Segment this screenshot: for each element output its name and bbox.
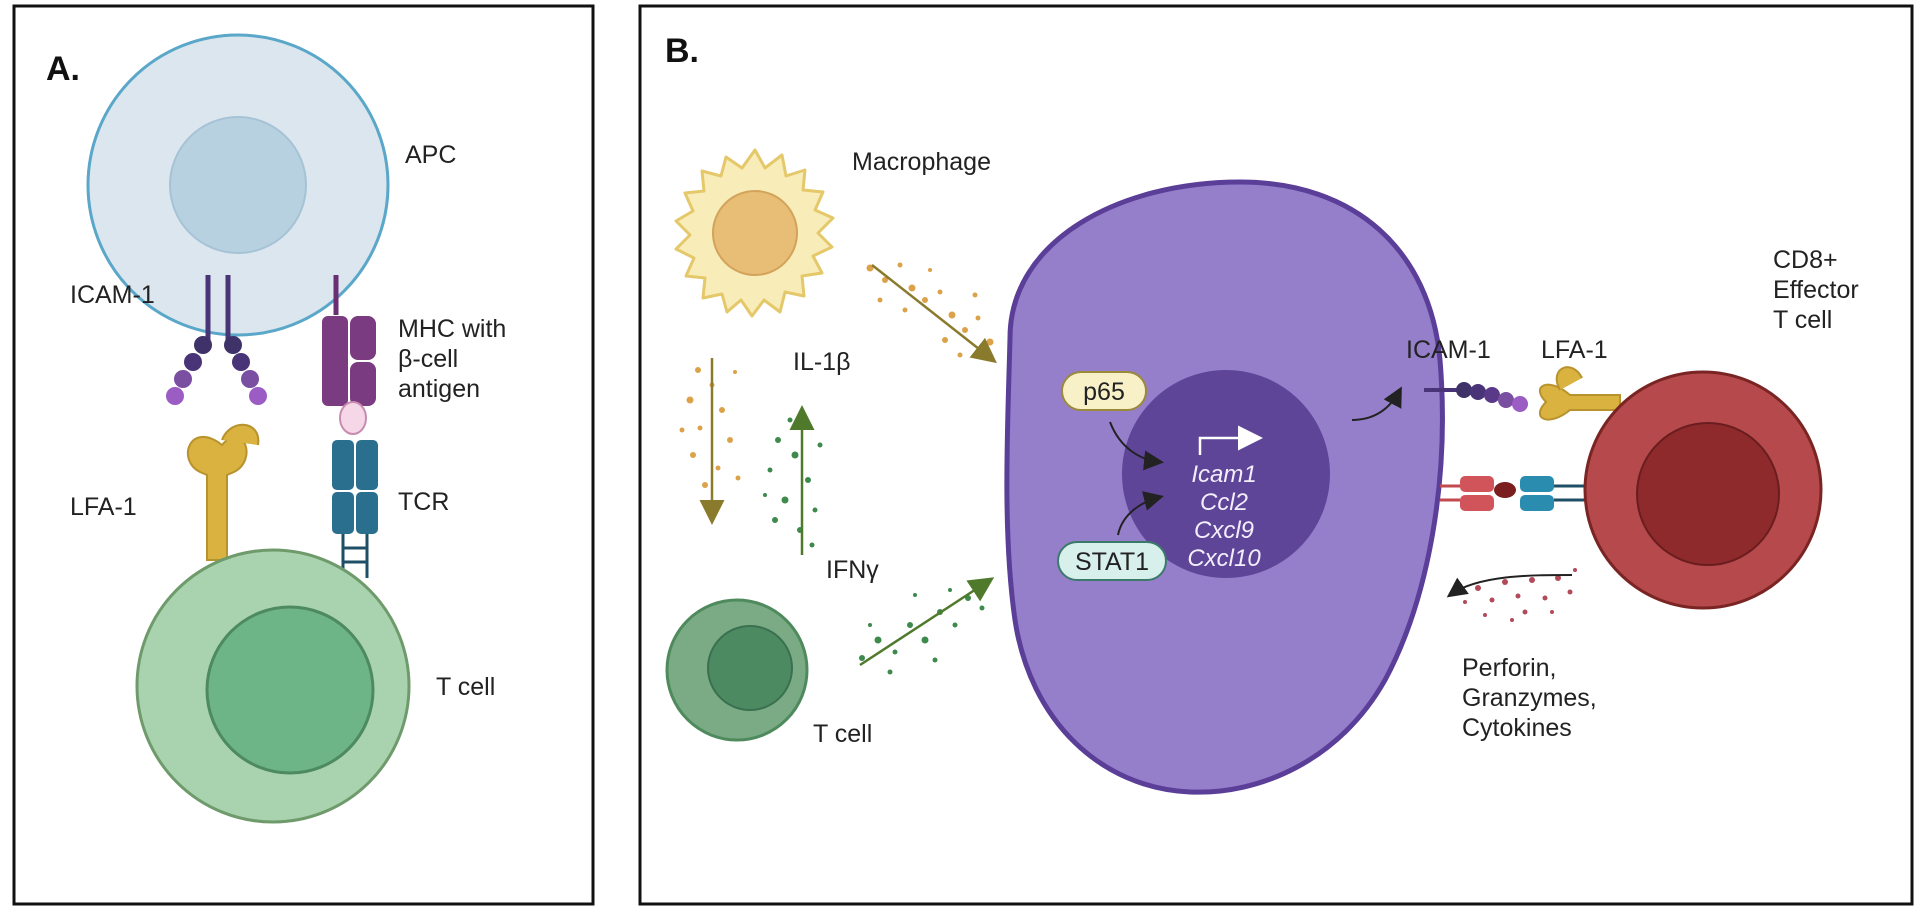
cd8-lfa1 <box>1539 366 1621 421</box>
beta-cell-antigen <box>339 401 367 435</box>
mhc-label-line3: antigen <box>398 375 480 403</box>
t-cell <box>135 548 411 824</box>
gene-cxcl9: Cxcl9 <box>1194 517 1254 544</box>
cytotoxic-granules <box>1463 568 1577 622</box>
macrophage-cell <box>674 148 835 318</box>
panel-b-frame <box>638 4 1914 906</box>
panel-b-t-cell-nucleus <box>707 625 793 711</box>
apc-cell <box>86 33 390 337</box>
icam1-label: ICAM-1 <box>70 281 155 309</box>
cd8-nucleus <box>1636 422 1780 566</box>
il1b-dots-to-t-cell <box>679 367 741 488</box>
panel-b-t-cell-label: T cell <box>813 720 872 748</box>
cd8-label-line1: CD8+ <box>1773 246 1838 274</box>
stat1-badge: STAT1 <box>1057 541 1167 581</box>
secretion-label-line3: Cytokines <box>1462 714 1572 742</box>
apc-label: APC <box>405 141 456 169</box>
cytotoxic-arrow <box>1446 574 1573 598</box>
lfa1-molecule <box>186 423 260 561</box>
t-cell-label: T cell <box>436 673 495 701</box>
cd8-effector-t-cell <box>1583 370 1823 610</box>
apc-nucleus <box>169 116 307 254</box>
ifng-arrow-to-beta-cell <box>859 577 995 667</box>
gene-ccl2: Ccl2 <box>1200 489 1248 516</box>
il1b-arrow-to-beta-cell <box>871 264 997 364</box>
p65-label: p65 <box>1083 378 1125 406</box>
mhc-label-line1: MHC with <box>398 315 506 343</box>
ifng-dots-to-beta-cell <box>859 588 985 675</box>
cd8-label-line2: Effector <box>1773 276 1859 304</box>
mhc-label-line2: β-cell <box>398 345 458 373</box>
il1b-label: IL-1β <box>793 348 850 376</box>
lfa1-label: LFA-1 <box>70 493 137 521</box>
secretion-label-line1: Perforin, <box>1462 654 1556 682</box>
panel-b-letter: B. <box>665 32 699 70</box>
mhc-tcr-interaction <box>1440 476 1590 511</box>
p65-badge: p65 <box>1061 371 1147 411</box>
transcription-start-arrow <box>1198 425 1263 455</box>
beta-cell <box>1004 179 1445 795</box>
tcr-molecule <box>332 440 378 578</box>
gene-icam1: Icam1 <box>1191 461 1256 488</box>
stat1-label: STAT1 <box>1075 548 1149 576</box>
panel-a-frame <box>12 4 595 906</box>
beta-cell-icam1-label: ICAM-1 <box>1406 336 1491 364</box>
panel-b-t-cell <box>665 598 809 742</box>
cd8-label-line3: T cell <box>1773 306 1832 334</box>
macrophage-nucleus <box>712 190 798 276</box>
p65-arrow <box>1109 421 1164 471</box>
ifng-label: IFNγ <box>826 556 879 584</box>
panel-a-letter: A. <box>46 50 80 88</box>
beta-cell-icam1 <box>1424 382 1528 412</box>
stat1-arrow <box>1117 491 1164 536</box>
mhc-molecule <box>322 275 376 435</box>
ifng-dots-to-macrophage <box>763 417 823 548</box>
macrophage-label: Macrophage <box>852 148 991 176</box>
icam1-export-arrow <box>1351 386 1402 421</box>
tcr-label: TCR <box>398 488 449 516</box>
cd8-lfa1-label: LFA-1 <box>1541 336 1608 364</box>
t-cell-nucleus <box>205 605 375 775</box>
beta-cell-nucleus <box>1122 370 1330 578</box>
gene-cxcl10: Cxcl10 <box>1187 545 1261 572</box>
icam1-molecule <box>166 275 267 405</box>
secretion-label-line2: Granzymes, <box>1462 684 1597 712</box>
